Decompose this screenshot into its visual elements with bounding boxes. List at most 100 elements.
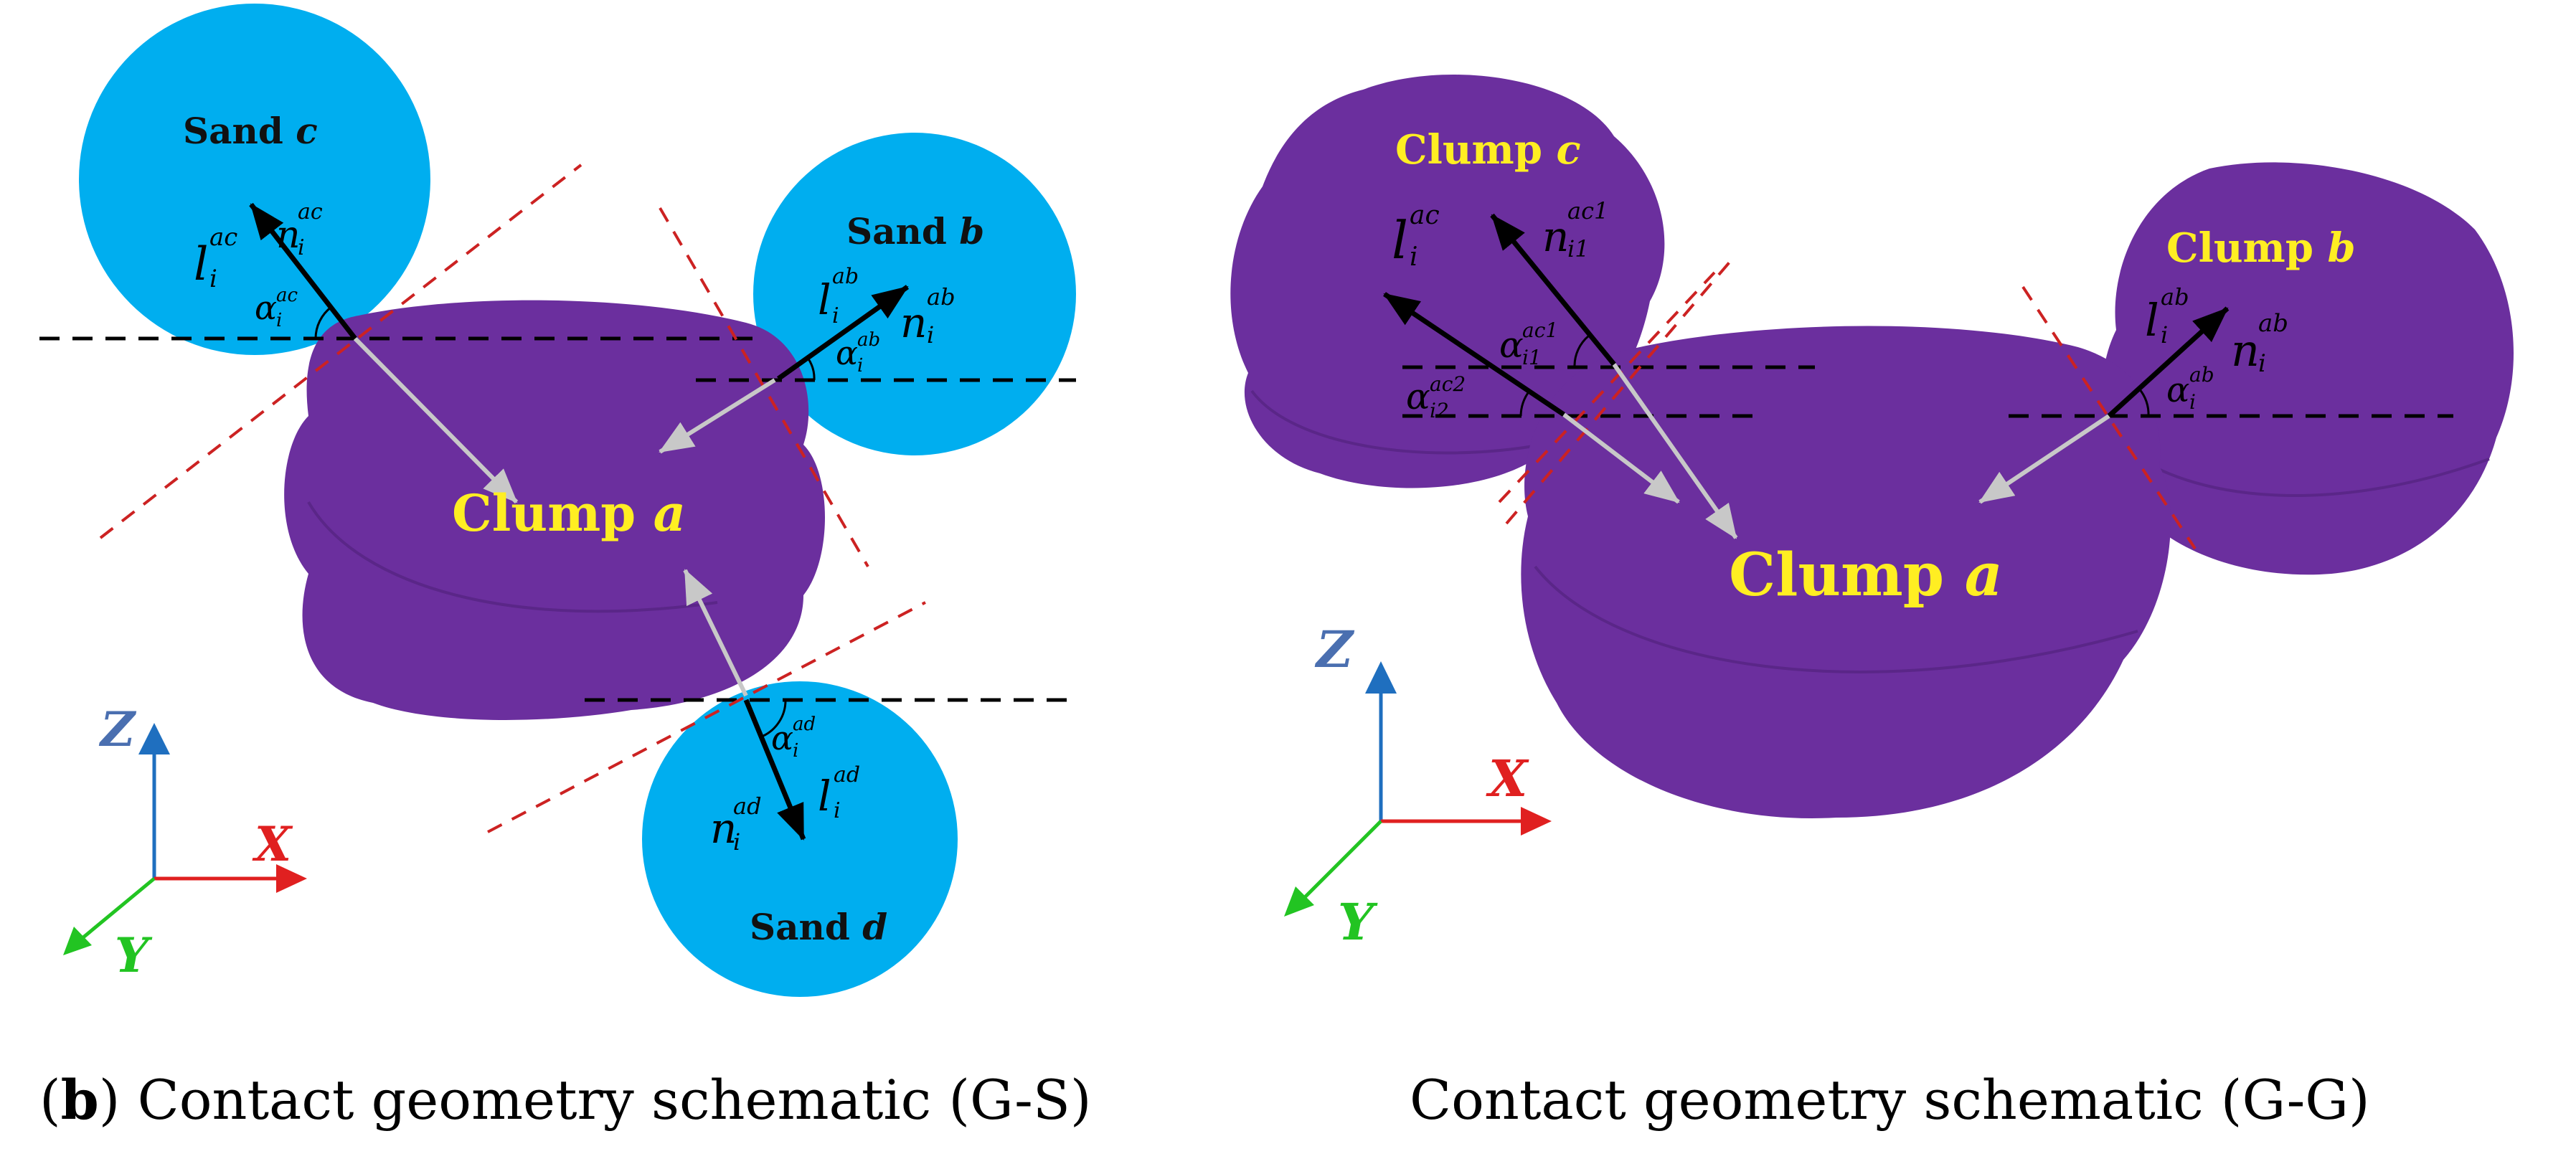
caption-gs: (b) Contact geometry schematic (G-S) [39,1068,1092,1132]
symbols-ac: l ac i n ac i α ac i [194,199,323,331]
normal-arrow-ac [249,202,357,341]
alpha-ad-symbol: α [771,719,793,757]
alpha-ab-gg-sup: ab [2189,363,2214,387]
y-axis-label: Y [115,927,153,983]
z-axis-label-gg: Z [1314,620,1355,679]
normal-arrow-ab [776,285,910,381]
y-axis-line [77,877,156,942]
alpha-ab-sup: ab [857,329,880,351]
clump-c-edge [1250,389,1543,455]
l-ab-gg-sup: ab [2161,283,2189,311]
normal-arrow-ab-gg [2107,306,2230,418]
tangent-ab [659,207,869,568]
n-ab-gg-sup: ab [2258,309,2288,338]
force-arrow-ab-gg [1978,414,2110,504]
normal-arrow-ac1 [1490,213,1616,366]
clump-a-particle-gg [1521,326,2171,818]
sand-c-particle [79,4,430,355]
symbols-ab-gg: l ab i n ab i α ab i [2145,283,2288,414]
alpha-ac2-sup: ac2 [1430,372,1466,396]
angle-arc-ac2 [1519,390,1531,417]
angle-arc-ac [314,306,332,339]
n-ad-sup: ad [733,792,762,820]
l-ac-gg-sub: i [1410,242,1418,272]
y-axis-head [63,927,92,955]
n-ad-symbol: n [710,804,737,853]
alpha-ab-gg-sub: i [2189,390,2196,414]
alpha-ac2-symbol: α [1406,376,1430,417]
alpha-ab-sub: i [857,355,863,377]
l-ab-gg-symbol: l [2145,294,2159,346]
clump-c-label: Clump c [1395,126,1581,174]
panel-gs: Clump a Sand c Sand b Sand d l ac i n ac… [39,4,1092,1132]
alpha-ac1-symbol: α [1499,324,1524,366]
l-ab-sup: ab [832,264,859,289]
n-ac-gg-symbol: n [1542,212,1569,261]
alpha-ac-sup: ac [276,285,298,306]
sand-d-label: Sand d [750,906,887,948]
force-arrow-ab [659,378,776,454]
clump-a-label-gg: Clump a [1729,541,2003,610]
sand-c-label: Sand c [183,110,318,152]
alpha-ac2-sub: i2 [1430,399,1449,422]
z-axis-head [138,723,170,754]
clump-a-label: Clump a [452,483,686,543]
n-ac-sub: i [298,235,305,260]
l-ac-gg-symbol: l [1392,210,1408,270]
x-axis-label-gg: X [1486,749,1529,808]
tangent-ac-gg [1505,253,1737,525]
alpha-ab-gg-symbol: α [2166,370,2189,410]
clump-c-particle [1230,75,1665,488]
alpha-ac1-sub: i1 [1522,346,1542,369]
l-ab-gg-sub: i [2161,321,2168,349]
l-ab-symbol: l [818,275,831,324]
sand-b-label: Sand b [846,210,984,252]
angle-arc-ab-gg [2138,388,2150,417]
y-axis-head-gg [1284,886,1314,917]
symbols-ab: l ab i n ab i α ab i [818,264,956,377]
l-ab-sub: i [832,303,839,328]
normal-arrow-ad [743,699,806,841]
symbols-ad: α ad i l ad i n ad i [710,714,860,856]
l-ad-sup: ad [834,762,860,787]
force-arrow-ac1 [1612,363,1738,539]
x-axis-head-gg [1521,807,1552,836]
axes-gs: Z X Y [63,701,307,983]
z-axis-label: Z [98,701,137,757]
angle-arc-ad [761,699,787,738]
force-arrow-ad [683,569,748,697]
caption-gg: Contact geometry schematic (G-G) [1410,1068,2370,1132]
alpha-ac1-sup: ac1 [1522,318,1558,342]
l-ac-gg-sup: ac [1410,201,1440,230]
n-ab-gg-symbol: n [2231,324,2260,377]
alpha-ad-sup: ad [793,714,816,735]
panel-gg: Clump a Clump c Clump b l ac i n ac1 i1 … [1230,75,2514,1132]
n-ad-sub: i [733,828,740,856]
n-ab-sub: i [927,321,934,349]
n-ab-sup: ab [927,283,956,311]
angle-arc-ab [806,357,816,381]
y-axis-line-gg [1301,820,1382,902]
axes-gg: Z X Y [1284,620,1552,952]
l-ac-sub: i [209,265,217,293]
tangent-ac [99,164,582,539]
alpha-ab-symbol: α [836,333,858,372]
z-axis-head-gg [1365,661,1397,694]
force-arrow-ac [353,336,519,504]
clump-a-edge-gg [1534,565,2138,673]
n-ac-sup: ac [298,199,323,224]
alpha-ad-sub: i [793,740,798,762]
n-ac-gg-sup: ac1 [1567,197,1608,224]
l-ad-sub: i [834,798,841,823]
angle-arc-ac1 [1573,334,1590,368]
l-ac-symbol: l [194,238,208,291]
l-ac-sup: ac [209,223,237,252]
force-arrow-ac2 [1562,412,1680,504]
x-axis-label: X [252,816,293,872]
normal-arrow-ac2 [1383,292,1565,417]
symbols-ac-gg: l ac i n ac1 i1 α ac1 i1 α ac2 i2 [1392,197,1608,422]
clump-b-particle [2100,162,2514,575]
sand-b-particle [753,133,1076,455]
alpha-ac-sub: i [276,310,282,331]
